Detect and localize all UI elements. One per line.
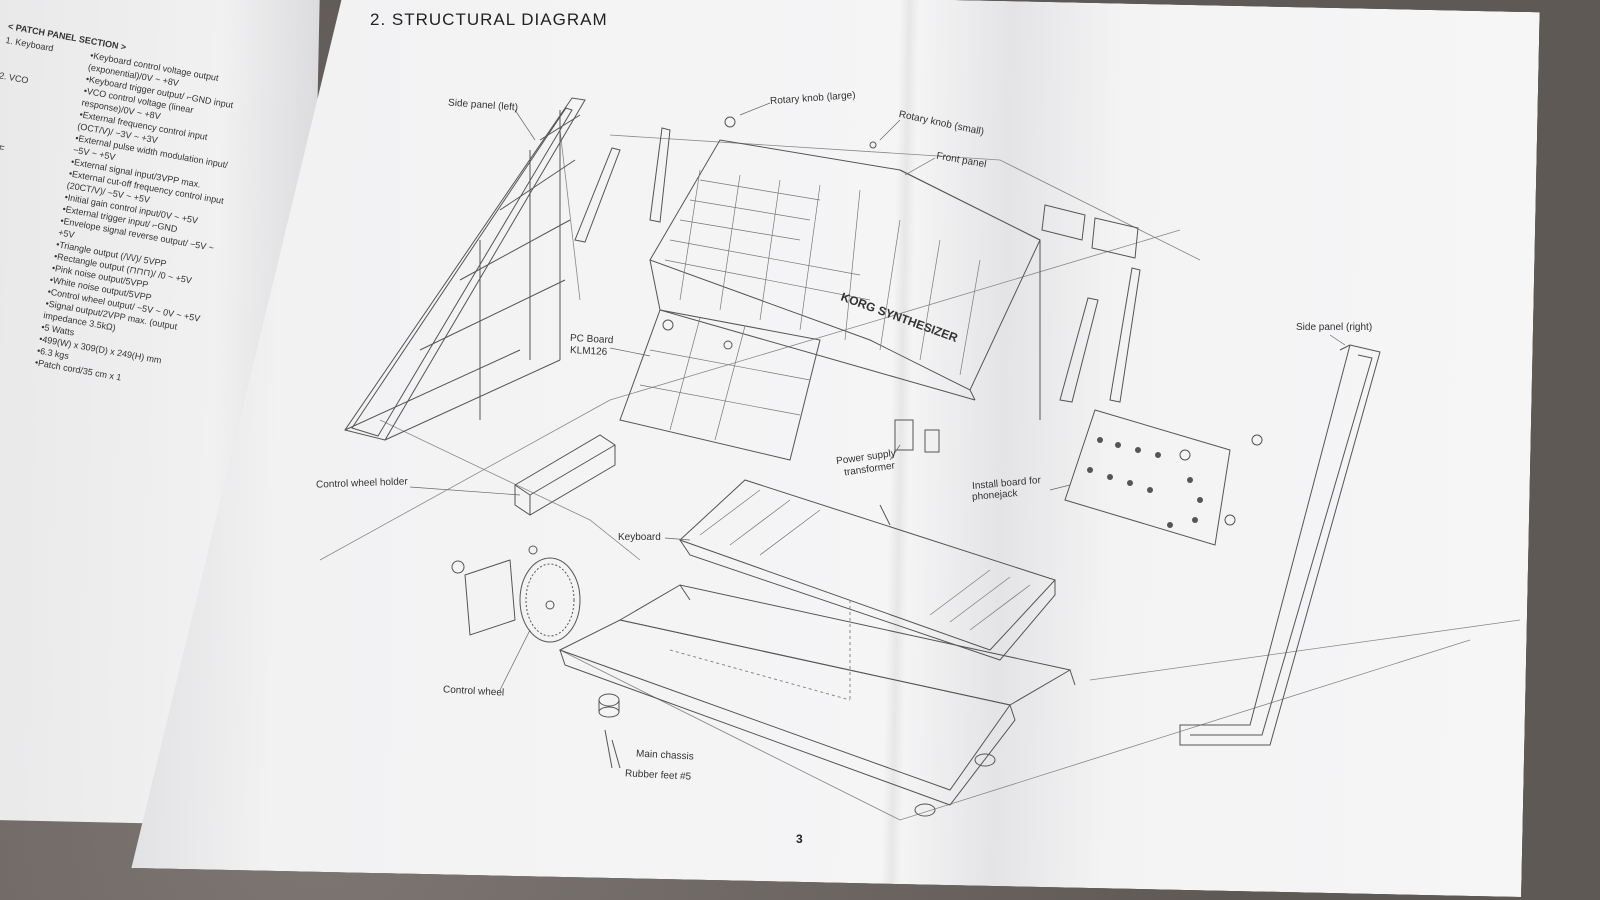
power-supply-transformer: [894, 419, 940, 453]
page-title: 2. STRUCTURAL DIAGRAM: [370, 10, 608, 29]
brand-mark: KORG SYNTHESIZER: [839, 290, 960, 345]
label-pc-board: PC Board: [569, 332, 614, 347]
guide-lines: [319, 129, 1521, 821]
control-wheel-holder: [514, 434, 616, 516]
rubber-feet: [598, 693, 996, 817]
phonejack-board: [1064, 409, 1263, 546]
pc-board: [619, 309, 821, 461]
brackets: [574, 127, 1141, 403]
side-panel-right: [1179, 344, 1381, 746]
label-side-panel-right: Side panel (right): [1296, 322, 1373, 333]
small-panels: [1041, 204, 1139, 259]
front-panel: [649, 116, 1041, 420]
control-wheel: [451, 545, 581, 643]
label-pc-board-model: KLM126: [569, 345, 608, 358]
leader-lines: [409, 102, 1346, 691]
page-number: 3: [796, 832, 803, 846]
side-panel-left: [344, 97, 586, 441]
label-keyboard: Keyboard: [618, 532, 661, 543]
keyboard-assembly: [679, 479, 1056, 661]
main-chassis: [558, 584, 1076, 806]
